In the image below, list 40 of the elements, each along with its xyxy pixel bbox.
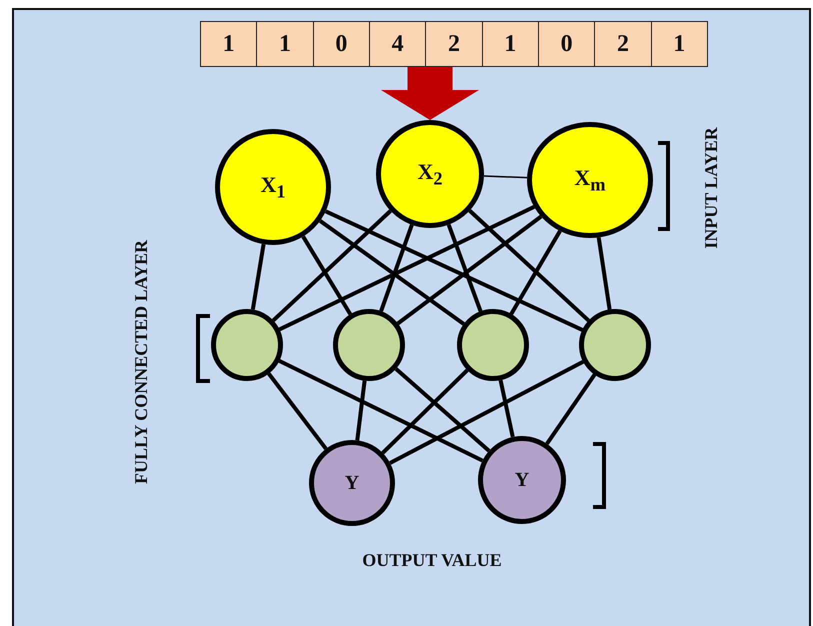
layer-label: OUTPUT VALUE	[361, 550, 503, 572]
connection-line	[498, 380, 515, 438]
node-label: X$_{2}$	[417, 158, 443, 190]
vector-value: 1	[650, 22, 707, 66]
vector-value: 2	[594, 22, 651, 66]
layer-label: FULLY CONNECTED LAYER	[131, 238, 152, 486]
vector-value: 1	[482, 22, 538, 66]
connection-line	[389, 360, 584, 465]
vector-value: 0	[538, 22, 594, 66]
connection-line	[324, 210, 584, 332]
connection-line	[250, 244, 266, 310]
vector-value: 0	[312, 22, 369, 66]
vector-value: 4	[368, 22, 426, 66]
connection-line	[484, 175, 528, 178]
connection-line	[318, 219, 465, 326]
vector-value: 1	[256, 22, 313, 66]
connection-line	[468, 209, 590, 322]
block-arrow	[381, 67, 479, 120]
connection-line	[267, 372, 328, 450]
node-label: X$_{m}$	[574, 164, 606, 196]
connection-line	[278, 205, 536, 332]
node-label: Y	[344, 472, 360, 494]
connection-line	[545, 374, 596, 445]
node-label: X$_{1}$	[260, 172, 286, 202]
layer-label: INPUT LAYER	[701, 126, 722, 251]
connection-line	[381, 368, 469, 454]
connection-line	[396, 214, 542, 326]
node-label: Y	[514, 468, 530, 492]
connection-line	[394, 367, 490, 452]
connection-line	[272, 209, 392, 322]
connection-line	[510, 230, 562, 315]
connection-line	[355, 380, 367, 441]
connection-line	[446, 224, 482, 312]
connection-line	[278, 359, 484, 462]
input-vector	[200, 21, 708, 67]
vector-value: 1	[222, 30, 236, 58]
vector-value: 2	[425, 22, 482, 66]
connection-line	[379, 224, 414, 312]
connection-line	[301, 236, 352, 316]
connection-line	[596, 237, 612, 310]
